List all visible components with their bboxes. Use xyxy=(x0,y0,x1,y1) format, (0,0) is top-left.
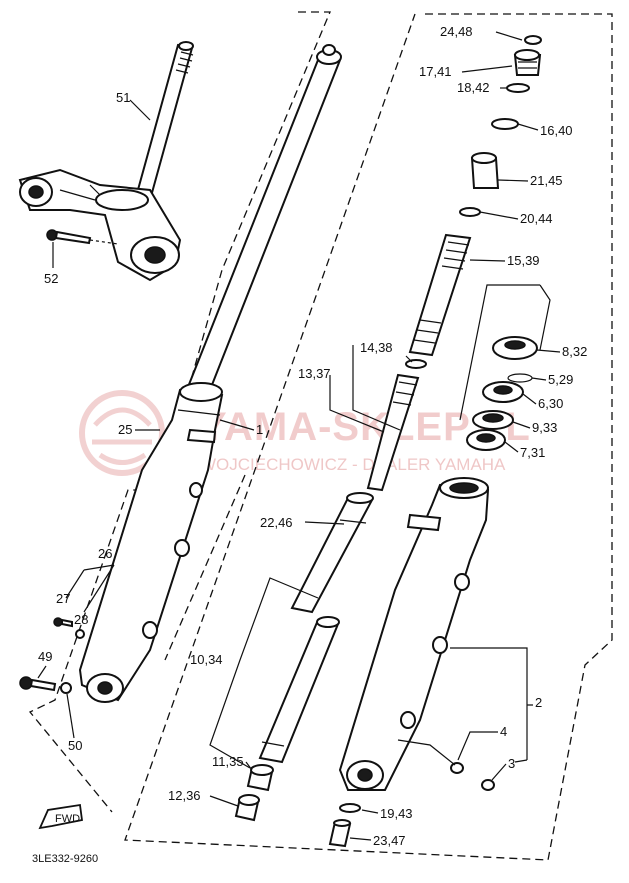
leader-26 xyxy=(65,564,115,613)
washer-4 xyxy=(450,762,464,774)
callout-17: 17,41 xyxy=(419,64,452,79)
callout-19: 19,43 xyxy=(380,806,413,821)
leader-9 xyxy=(512,421,531,429)
steering-stem xyxy=(134,41,194,202)
leader-1 xyxy=(219,419,255,431)
fwd-arrow-icon: FWD xyxy=(38,803,84,830)
fork-tube-left xyxy=(184,44,342,397)
callout-2: 2 xyxy=(535,695,542,710)
callout-11: 11,35 xyxy=(212,754,244,769)
leader-6 xyxy=(522,393,537,405)
callout-1: 1 xyxy=(256,422,263,437)
callout-6: 6,30 xyxy=(538,396,563,411)
oil-seal-6 xyxy=(482,381,524,403)
dust-seal-8 xyxy=(492,336,538,360)
leader-8 xyxy=(459,284,561,421)
callout-28: 28 xyxy=(74,612,88,627)
callout-26: 26 xyxy=(98,546,112,561)
bolt-27-28 xyxy=(53,617,85,639)
leader-24 xyxy=(495,31,523,41)
callout-50: 50 xyxy=(68,738,82,753)
callout-22: 22,46 xyxy=(260,515,293,530)
callout-20: 20,44 xyxy=(520,211,553,226)
fwd-label: FWD xyxy=(55,813,80,825)
bushing-22 xyxy=(290,492,374,614)
callout-15: 15,39 xyxy=(507,253,540,268)
leader-13 xyxy=(329,375,385,433)
callout-23: 23,47 xyxy=(373,833,406,848)
leader-22 xyxy=(304,521,345,525)
bolt-49 xyxy=(19,676,72,694)
washer-19 xyxy=(339,803,361,813)
callout-10: 10,34 xyxy=(190,652,223,667)
callout-51: 51 xyxy=(116,90,130,105)
callout-3: 3 xyxy=(508,756,515,771)
callout-5: 5,29 xyxy=(548,372,573,387)
callout-49: 49 xyxy=(38,649,52,664)
callout-16: 16,40 xyxy=(540,123,573,138)
callout-14: 14,38 xyxy=(360,340,393,355)
leader-19 xyxy=(361,809,379,814)
spring-seat-20 xyxy=(459,207,481,217)
leader-5 xyxy=(531,377,547,381)
outer-slider-right xyxy=(338,477,490,791)
leader-14 xyxy=(352,345,413,431)
leader-49 xyxy=(37,665,47,679)
washer-16 xyxy=(491,118,519,130)
damper-rod-13 xyxy=(366,373,420,492)
callout-13: 13,37 xyxy=(298,366,331,381)
leader-2 xyxy=(450,647,533,760)
spacer-21 xyxy=(470,152,500,189)
o-ring-18 xyxy=(506,83,530,93)
leader-17 xyxy=(461,65,513,73)
callout-8: 8,32 xyxy=(562,344,587,359)
clip-5 xyxy=(507,373,533,383)
callout-27: 27 xyxy=(56,591,70,606)
spring-seat-14 xyxy=(405,359,427,369)
leader-11 xyxy=(245,761,253,771)
bushing-7 xyxy=(466,429,506,451)
watermark: YAMA-SKLEP.PL WOJCIECHOWICZ - DEALER YAM… xyxy=(79,390,530,476)
fork-spring-15 xyxy=(408,233,472,357)
cap-bolt-17 xyxy=(513,49,542,76)
leader-15 xyxy=(469,259,506,262)
callout-18: 18,42 xyxy=(457,80,490,95)
leader-51 xyxy=(129,99,151,121)
leader-16 xyxy=(517,123,539,131)
diagram-code: 3LE332-9260 xyxy=(32,853,98,865)
leader-4 xyxy=(457,731,498,761)
leader-23 xyxy=(349,837,372,841)
leader-20 xyxy=(479,211,519,220)
bolt-3 xyxy=(481,779,495,791)
leader-50 xyxy=(66,693,75,739)
left-group-outline xyxy=(28,11,331,813)
callout-25: 25 xyxy=(118,422,132,437)
callout-9: 9,33 xyxy=(532,420,557,435)
bolt-23 xyxy=(328,819,352,848)
under-bracket xyxy=(18,168,182,282)
leader-10 xyxy=(209,577,319,769)
bolt-52 xyxy=(46,229,119,245)
leader-7 xyxy=(504,441,519,453)
oil-lock-11 xyxy=(246,764,274,792)
callout-24: 24,48 xyxy=(440,24,473,39)
inner-group-outline xyxy=(164,474,246,661)
cap-bolt-24 xyxy=(524,35,542,45)
callout-21: 21,45 xyxy=(530,173,563,188)
oil-lock-12 xyxy=(234,794,260,822)
callout-12: 12,36 xyxy=(168,788,201,803)
callout-52: 52 xyxy=(44,271,58,286)
callout-7: 7,31 xyxy=(520,445,545,460)
washer-9 xyxy=(472,410,514,430)
inner-tube-10 xyxy=(258,616,340,764)
watermark-subtitle: WOJCIECHOWICZ - DEALER YAMAHA xyxy=(200,455,506,474)
leader-3 xyxy=(491,759,528,781)
outer-slider-left xyxy=(78,382,224,703)
leader-12 xyxy=(209,795,239,807)
leader-21 xyxy=(497,179,529,182)
callout-4: 4 xyxy=(500,724,507,739)
right-group-outline xyxy=(124,13,613,861)
leader-4b xyxy=(397,739,456,766)
